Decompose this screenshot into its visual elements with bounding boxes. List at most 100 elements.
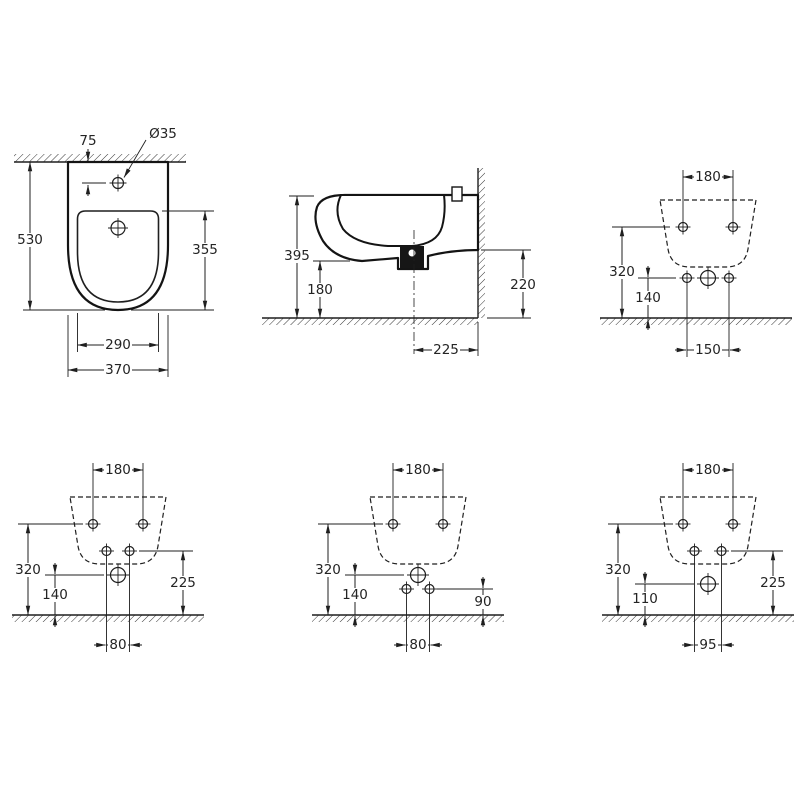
drain-fitting: [400, 246, 424, 268]
dim-connection-span-label: 150: [695, 342, 721, 358]
dim-fixing-height-label: 320: [315, 562, 341, 578]
dim-supply-span-label: 95: [699, 637, 716, 653]
dim-supply-height-label: 90: [474, 594, 491, 610]
dim-fixing-span-label: 180: [405, 462, 431, 478]
dim-supply-span: 80: [94, 558, 142, 653]
dim-total-depth-label: 530: [17, 232, 43, 248]
dim-supply-height: 90: [437, 577, 497, 627]
dim-drain-height-label: 140: [42, 587, 68, 603]
supply-hole-left: [687, 543, 702, 559]
tap-hole: [109, 174, 127, 192]
dim-rim-height: 395: [283, 195, 314, 319]
dim-supply-height: 225: [731, 550, 787, 616]
dim-supply-span: 80: [394, 596, 442, 653]
supply-hole-right: [422, 581, 437, 597]
dim-total-depth: 530: [16, 161, 105, 311]
supply-hole-left: [679, 270, 695, 286]
dim-fixing-height-label: 320: [609, 264, 635, 280]
wall-hatching: [14, 154, 186, 162]
dim-supply-span-label: 80: [409, 637, 426, 653]
dim-bowl-width: 290: [77, 313, 159, 353]
dim-supply-height-label: 225: [760, 575, 786, 591]
dim-fixing-span: 180: [392, 462, 444, 517]
dim-connection-height: 140: [634, 266, 676, 330]
dim-total-width-label: 370: [105, 362, 131, 378]
bidet-silhouette: [369, 496, 467, 565]
wall-hatching: [478, 168, 485, 318]
bidet-silhouette: [659, 496, 757, 565]
dim-bowl-depth-label: 355: [192, 242, 218, 258]
dim-fixing-span-label: 180: [695, 462, 721, 478]
supply-hole-right: [721, 270, 737, 286]
bowl-outline: [76, 210, 160, 303]
drain-hole: [697, 267, 719, 289]
bowl-profile: [336, 194, 446, 247]
floor-hatching: [12, 615, 204, 622]
wall-view-bottom-left: 180 320 140 225 8: [12, 462, 204, 653]
dim-drain-height-label: 140: [342, 587, 368, 603]
dim-tap-to-wall: 75: [79, 133, 106, 196]
dim-drain-height: 110: [631, 572, 694, 627]
dim-tap-hole-diameter: Ø35: [123, 126, 177, 178]
dim-fixing-height: 320: [314, 523, 383, 616]
supply-hole-left: [399, 581, 414, 597]
wall-view-bottom-right: 180 320 110 225 9: [602, 462, 794, 653]
fixing-hole-left: [385, 516, 401, 532]
drain-hole: [108, 218, 128, 238]
fixing-hole-right: [725, 516, 741, 532]
supply-hole-right: [714, 543, 729, 559]
supply-hole-right: [122, 543, 137, 559]
floor-hatching: [602, 615, 794, 622]
fixing-hole-left: [675, 516, 691, 532]
dim-connection-span: 150: [675, 284, 741, 358]
side-view: 395 180 220 225: [262, 168, 537, 358]
dim-bowl-depth: 355: [131, 210, 219, 311]
dim-fixing-span: 180: [682, 169, 734, 220]
bidet-silhouette: [659, 199, 757, 268]
dim-drain-height: 140: [341, 563, 404, 627]
dim-fixing-height: 320: [604, 523, 673, 616]
fixing-hole-right: [135, 516, 151, 532]
dim-supply-height-label: 225: [170, 575, 196, 591]
dim-tap-hole-diameter-label: Ø35: [149, 126, 177, 142]
dim-tap-to-wall-label: 75: [79, 133, 96, 149]
floor-hatching: [600, 318, 792, 325]
dim-front-underside-height-label: 180: [307, 282, 333, 298]
drain-hole: [407, 564, 429, 586]
dim-fixing-height-label: 320: [15, 562, 41, 578]
dim-fixing-span-label: 180: [105, 462, 131, 478]
dim-fixing-height: 320: [14, 523, 83, 616]
wall-view-bottom-mid: 180 320 140 90: [312, 462, 504, 653]
fixing-hole-right: [435, 516, 451, 532]
dim-rear-underside-height-label: 220: [510, 277, 536, 293]
dim-supply-height: 225: [139, 550, 197, 616]
drain-detail: [408, 249, 416, 257]
dim-rear-underside-height: 220: [481, 249, 537, 319]
dim-drain-height: 140: [41, 563, 104, 627]
dim-drain-to-wall: 225: [413, 322, 479, 358]
dim-drain-height-label: 110: [632, 591, 658, 607]
drain-hole: [697, 573, 719, 595]
dim-fixing-height-label: 320: [605, 562, 631, 578]
dim-total-width: 370: [67, 315, 169, 378]
floor-hatching: [262, 318, 478, 325]
dim-fixing-span: 180: [92, 462, 144, 517]
dim-supply-span-label: 80: [109, 637, 126, 653]
tap-hole-section: [451, 186, 463, 202]
dim-fixing-span-label: 180: [695, 169, 721, 185]
dim-rim-height-label: 395: [284, 248, 310, 264]
dim-connection-height-label: 140: [635, 290, 661, 306]
dim-front-underside-height: 180: [306, 260, 350, 319]
plan-view: 75 Ø35 530 355 290: [14, 126, 219, 378]
dim-drain-to-wall-label: 225: [433, 342, 459, 358]
floor-hatching: [312, 615, 504, 622]
dim-fixing-height: 320: [608, 226, 670, 319]
dim-bowl-width-label: 290: [105, 337, 131, 353]
fixing-hole-left: [85, 516, 101, 532]
dim-supply-span: 95: [682, 558, 734, 653]
fixing-hole-left: [675, 219, 691, 235]
dim-fixing-span: 180: [682, 462, 734, 517]
drain-hole: [107, 564, 129, 586]
